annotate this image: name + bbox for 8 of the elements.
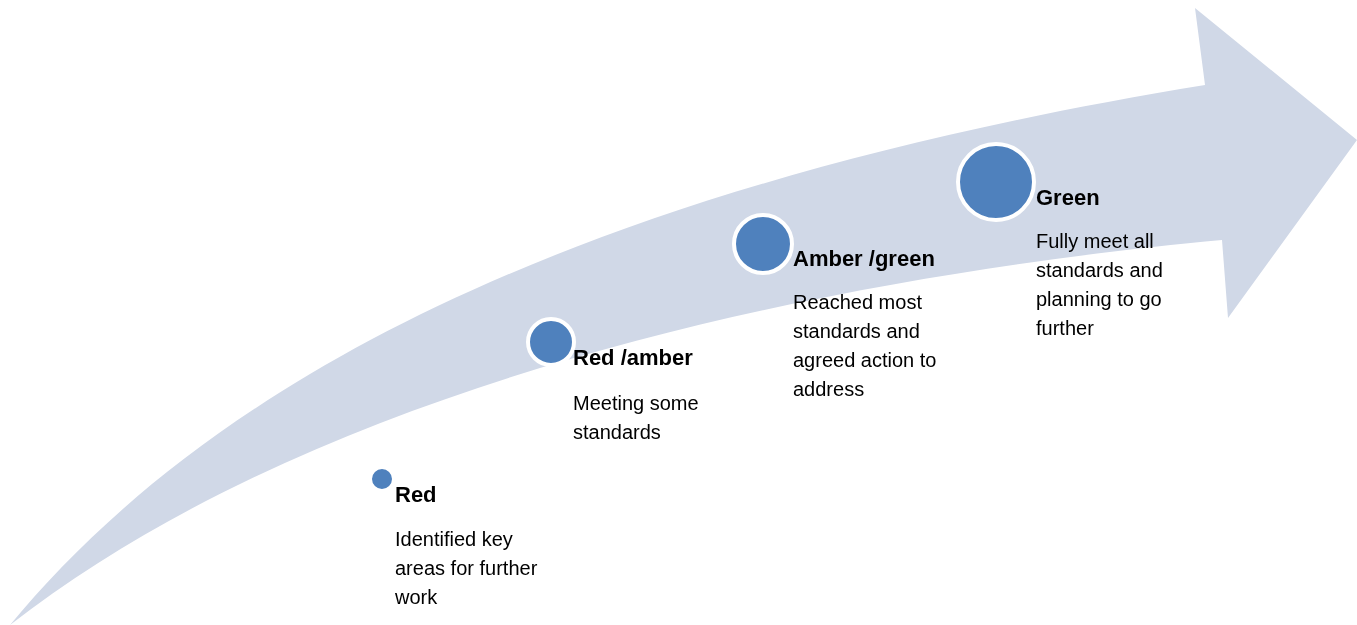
stage-heading: Red — [395, 482, 437, 508]
stage-heading: Green — [1036, 185, 1100, 211]
stage-description: Fully meet all standards and planning to go further — [1036, 229, 1164, 341]
stage-heading: Amber /green — [793, 246, 935, 272]
stage-heading: Red /amber — [573, 345, 693, 371]
stage-description: Reached most standards and agreed action to address — [793, 290, 938, 402]
stage-description: Identified key areas for further work — [395, 527, 539, 610]
stage-description: Meeting some standards — [573, 391, 700, 445]
